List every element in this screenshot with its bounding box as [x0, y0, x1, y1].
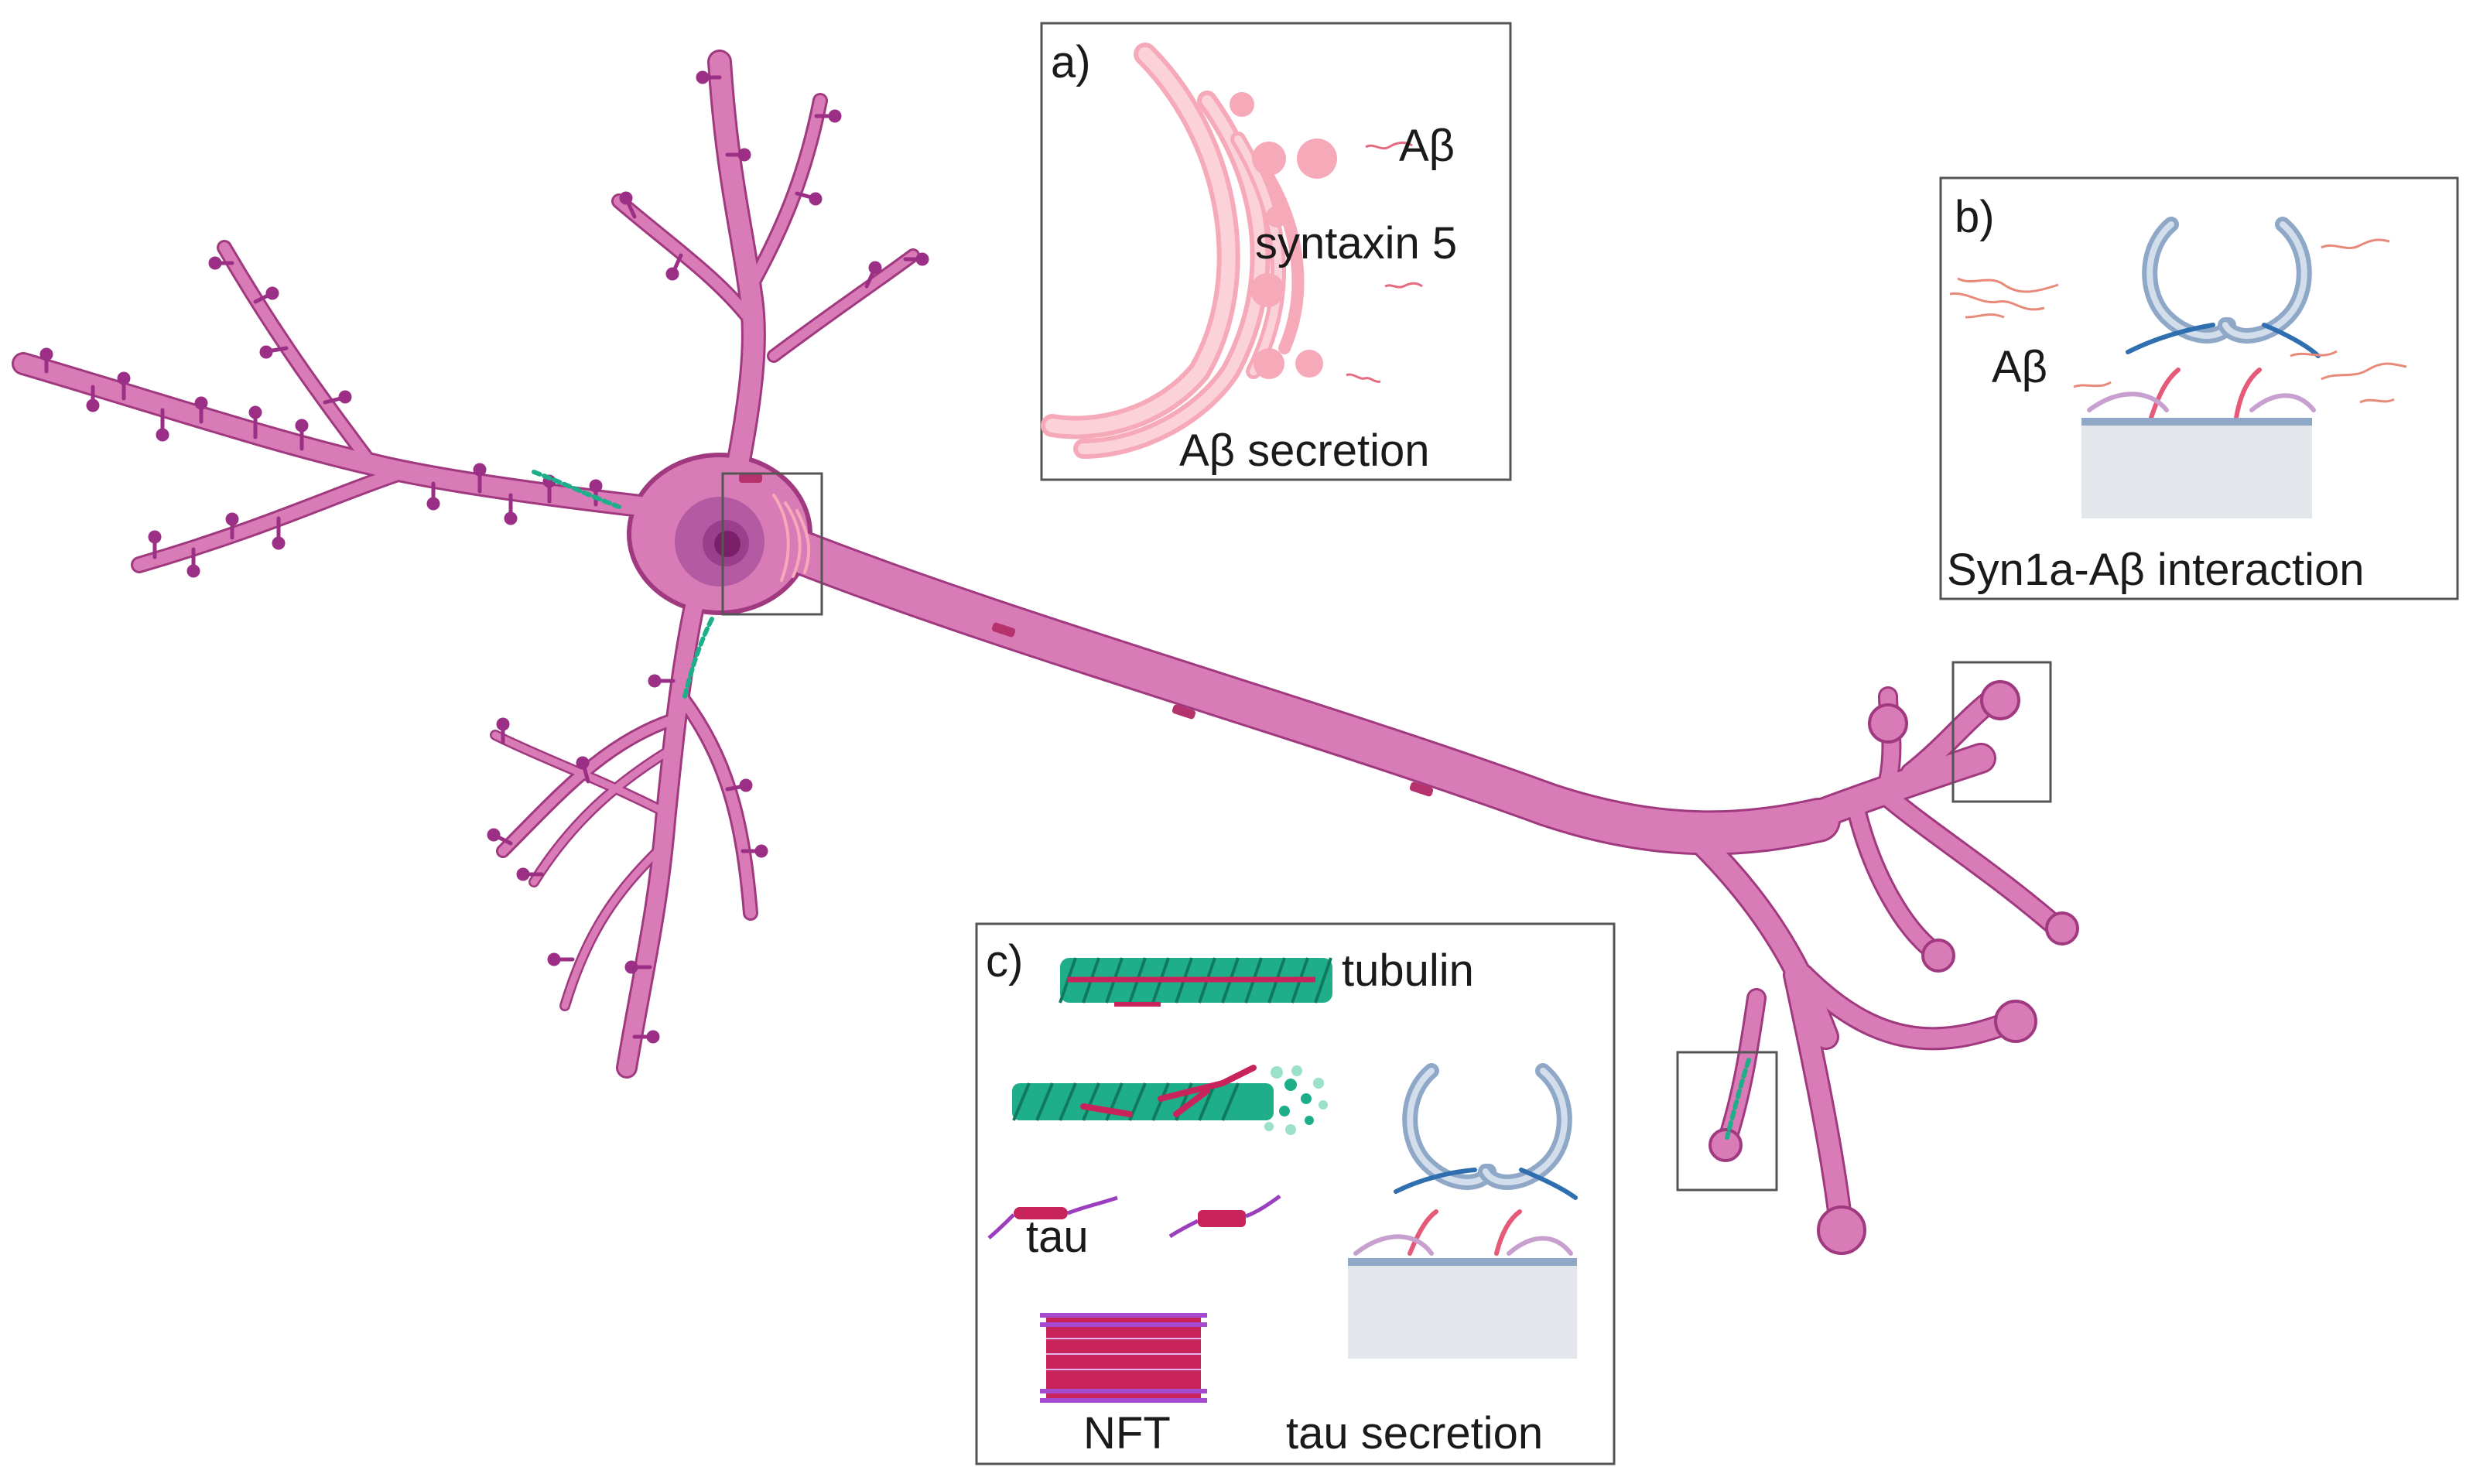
panel-b-letter: b)	[1955, 192, 1995, 242]
neuron	[12, 50, 2079, 1255]
panel-b-frame	[1939, 176, 2459, 600]
panel-b: b) Aβ Syn1a-Aβ interaction	[1939, 176, 2459, 600]
neuron-fill	[14, 52, 2067, 1240]
zoom-box-branch	[1676, 1051, 1778, 1192]
panel-a-abeta-label: Aβ	[1399, 121, 1455, 171]
panel-b-vesicle-icon	[2087, 217, 2321, 420]
panel-c-membrane-block	[1348, 1266, 1577, 1359]
panel-c-membrane-line	[1348, 1258, 1577, 1266]
axon-terminals	[1709, 680, 2079, 1255]
panel-c-vesicle-icon	[1353, 1063, 1578, 1256]
secretory-vesicles	[1230, 92, 1337, 379]
tau-protein-icon	[987, 1194, 1281, 1240]
panel-a-letter: a)	[1051, 37, 1091, 87]
panel-a-abeta-fibrils	[1346, 141, 1423, 383]
panel-c-caption: tau secretion	[1286, 1408, 1543, 1458]
panel-a-caption: Aβ secretion	[1179, 426, 1430, 476]
panel-c-letter: c)	[986, 936, 1023, 986]
panel-b-caption: Syn1a-Aβ interaction	[1947, 545, 2365, 595]
panel-b-abeta-fibrils	[1949, 238, 2407, 404]
golgi-stack-icon	[1041, 43, 1305, 459]
nft-icon	[1040, 1313, 1207, 1403]
soma-golgi	[772, 494, 811, 582]
panel-c-tubulin-label: tubulin	[1342, 945, 1474, 996]
panel-b-abeta-label: Aβ	[1992, 342, 2047, 392]
dendrite-microtubules	[532, 470, 1751, 1140]
zoom-box-soma	[721, 472, 823, 616]
axon-tau-marks	[739, 474, 1434, 797]
panel-c-tau-label: tau	[1026, 1212, 1089, 1262]
panel-a: a) Aβ syntaxin 5 Aβ secretion	[1040, 22, 1512, 481]
panel-b-membrane-block	[2081, 426, 2312, 518]
panel-c: c) tubulin	[975, 922, 1616, 1465]
dendritic-spines	[39, 70, 929, 1044]
panel-a-syntaxin-label: syntaxin 5	[1255, 218, 1457, 268]
disassembling-microtubule-icon	[1012, 1065, 1328, 1135]
panel-b-membrane-line	[2081, 418, 2312, 426]
zoom-box-terminal	[1951, 661, 2052, 803]
nucleolus	[714, 531, 741, 557]
panel-c-nft-label: NFT	[1083, 1408, 1171, 1458]
microtubule-icon	[1059, 957, 1332, 1007]
